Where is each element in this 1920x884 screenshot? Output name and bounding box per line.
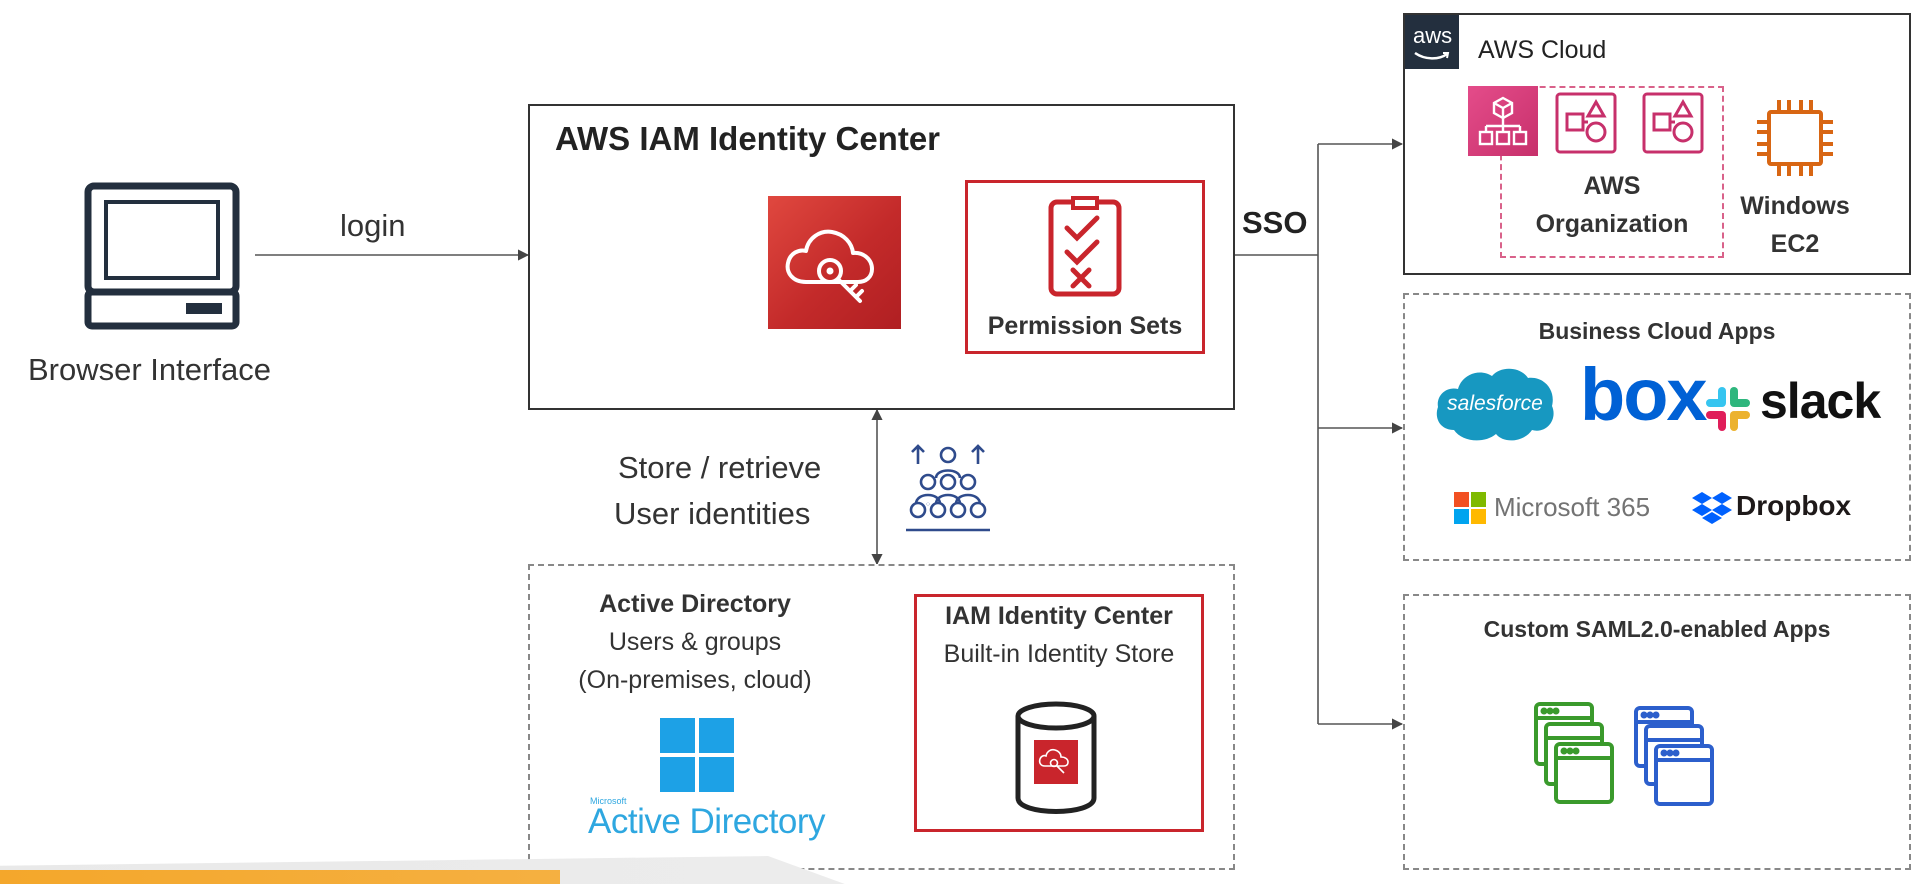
iam-identity-center-icon xyxy=(768,196,901,329)
browser-interface-label: Browser Interface xyxy=(28,352,271,387)
aws-organization-label-1: AWS xyxy=(1583,172,1641,200)
identity-store-title: IAM Identity Center xyxy=(945,602,1173,630)
dropbox-icon xyxy=(1692,492,1732,528)
custom-app-blue-icon[interactable] xyxy=(1632,704,1714,806)
aws-organization-box xyxy=(1500,86,1724,258)
organization-icon xyxy=(1468,86,1538,156)
account-icon-1 xyxy=(1553,90,1619,156)
ec2-chip-icon xyxy=(1753,96,1837,180)
active-directory-title: Active Directory xyxy=(599,590,791,618)
ad-logo-text: Active Directory xyxy=(588,802,826,841)
user-identities-label: User identities xyxy=(614,496,811,531)
footer-orange-band xyxy=(0,870,560,884)
windows-logo-icon xyxy=(660,718,734,792)
windows-ec2-label-1: Windows xyxy=(1740,192,1850,220)
identity-store-subtitle: Built-in Identity Store xyxy=(943,640,1175,668)
slack-logo-text[interactable]: slack xyxy=(1760,373,1881,429)
salesforce-logo[interactable]: salesforce xyxy=(1432,360,1558,446)
users-groups-label: Users & groups xyxy=(608,628,782,656)
database-icon xyxy=(1012,700,1100,814)
users-group-icon xyxy=(900,442,996,532)
identity-center-title: AWS IAM Identity Center xyxy=(555,120,941,157)
dropbox-label[interactable]: Dropbox xyxy=(1736,490,1852,521)
aws-badge: aws xyxy=(1405,15,1459,69)
business-apps-title: Business Cloud Apps xyxy=(1538,318,1776,344)
login-label: login xyxy=(340,208,406,243)
identity-store-box[interactable] xyxy=(914,594,1204,832)
permission-checklist-icon xyxy=(1045,194,1125,298)
account-icon-2 xyxy=(1640,90,1706,156)
slack-icon xyxy=(1704,385,1752,433)
ad-logo-microsoft: Microsoft xyxy=(590,796,627,806)
box-logo[interactable]: box xyxy=(1580,353,1708,436)
aws-cloud-title: AWS Cloud xyxy=(1478,36,1607,64)
custom-app-green-icon[interactable] xyxy=(1532,700,1614,804)
microsoft-logo-icon xyxy=(1454,492,1486,524)
microsoft365-label[interactable]: Microsoft 365 xyxy=(1494,492,1651,522)
on-premises-label: (On-premises, cloud) xyxy=(578,666,812,694)
aws-organization-label-2: Organization xyxy=(1535,210,1689,238)
windows-ec2-label-2: EC2 xyxy=(1770,230,1820,258)
sso-label: SSO xyxy=(1242,205,1308,240)
computer-icon xyxy=(82,180,242,330)
store-retrieve-label: Store / retrieve xyxy=(618,450,822,485)
custom-saml-apps-title: Custom SAML2.0-enabled Apps xyxy=(1483,616,1831,642)
permission-sets-label: Permission Sets xyxy=(987,312,1183,340)
